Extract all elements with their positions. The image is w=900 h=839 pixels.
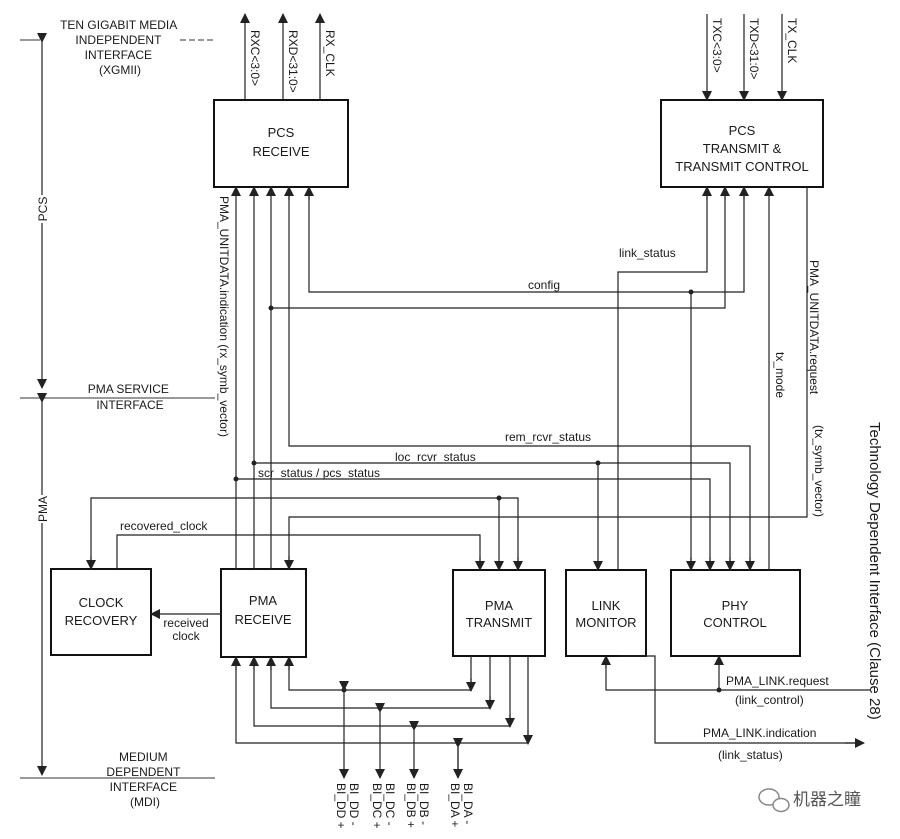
link-status-signal: link_status — [617, 186, 712, 570]
svg-text:TX_CLK: TX_CLK — [785, 18, 799, 63]
pcs-layer-label: PCS — [36, 197, 50, 222]
wechat-icon — [758, 788, 790, 813]
recovered-clock-signal: recovered_clock — [116, 519, 485, 571]
svg-text:tx_mode: tx_mode — [773, 352, 787, 398]
svg-text:PMA_UNITDATA.request: PMA_UNITDATA.request — [807, 260, 821, 395]
pma-link-indication-signal: PMA_LINK.indication (link_status) — [618, 655, 865, 762]
mdi-label: MEDIUM DEPENDENT INTERFACE (MDI) — [106, 750, 183, 809]
svg-text:RXC<3:0>: RXC<3:0> — [248, 30, 262, 86]
loc-rcvr-status-signal: loc_rcvr_status — [251, 450, 735, 571]
svg-text:TXD<31:0>: TXD<31:0> — [747, 18, 761, 79]
pma-link-request-signal: PMA_LINK.request (link_control) — [601, 655, 870, 707]
svg-text:BI_DC +: BI_DC + — [370, 783, 384, 829]
xgmii-label: TEN GIGABIT MEDIA INDEPENDENT INTERFACE … — [60, 18, 180, 77]
svg-text:BI_DA -: BI_DA - — [461, 783, 475, 824]
pcs-cross-link — [268, 186, 730, 311]
side-title: Technology Dependent Interface (Clause 2… — [866, 422, 883, 720]
svg-text:(tx_symb_vector): (tx_symb_vector) — [812, 425, 826, 517]
svg-text:BI_DD -: BI_DD - — [347, 783, 361, 826]
svg-text:机器之瞳: 机器之瞳 — [793, 790, 861, 809]
svg-text:BI_DD +: BI_DD + — [334, 783, 348, 829]
svg-text:BI_DA +: BI_DA + — [448, 783, 462, 827]
svg-text:BI_DC -: BI_DC - — [383, 783, 397, 826]
svg-text:BI_DB -: BI_DB - — [417, 783, 431, 825]
svg-text:PMA_LINK.request: PMA_LINK.request — [726, 674, 829, 688]
svg-text:RX_CLK: RX_CLK — [323, 30, 337, 77]
rem-rcvr-status-signal: rem_rcvr_status — [284, 186, 755, 571]
svg-text:loc_rcvr_status: loc_rcvr_status — [395, 450, 476, 464]
left-layer-scale — [20, 33, 215, 779]
svg-text:rem_rcvr_status: rem_rcvr_status — [505, 430, 591, 444]
svg-text:(link_control): (link_control) — [735, 693, 804, 707]
tx-xgmii-signals: TXC<3:0> TXD<31:0> TX_CLK — [702, 14, 799, 101]
svg-text:PMA_LINK.indication: PMA_LINK.indication — [703, 726, 816, 740]
svg-text:BI_DB +: BI_DB + — [404, 783, 418, 828]
svg-text:recovered_clock: recovered_clock — [120, 519, 208, 533]
pma-transmit-inputs — [86, 495, 523, 571]
svg-text:TXC<3:0>: TXC<3:0> — [710, 18, 724, 73]
config-signal: config — [304, 186, 749, 571]
svg-text:RXD<31:0>: RXD<31:0> — [286, 30, 300, 93]
rx-xgmii-signals: RXC<3:0> RXD<31:0> RX_CLK — [240, 13, 337, 100]
svg-text:config: config — [528, 278, 560, 292]
pma-unitdata-indication-lines: PMA_UNITDATA.indication (rx_symb_vector) — [217, 186, 276, 569]
scr-status-signal: scr_status / pcs_status — [233, 466, 715, 571]
svg-text:(link_status): (link_status) — [718, 748, 783, 762]
mdi-wiring — [231, 656, 533, 779]
svg-text:link_status: link_status — [619, 246, 676, 260]
pma-unitdata-indication-label: PMA_UNITDATA.indication (rx_symb_vector) — [217, 196, 231, 437]
pma-service-interface-label: PMA SERVICE INTERFACE — [88, 382, 172, 412]
pma-layer-label: PMA — [36, 496, 50, 522]
mdi-pin-labels: BI_DD + BI_DD - BI_DC + BI_DC - BI_DB + … — [334, 783, 475, 829]
svg-text:scr_status / pcs_status: scr_status / pcs_status — [258, 466, 380, 480]
tx-mode-signal: tx_mode — [764, 186, 787, 570]
pma-unitdata-request-signal: PMA_UNITDATA.request (tx_symb_vector) — [284, 187, 826, 570]
watermark: 机器之瞳 — [758, 788, 861, 813]
